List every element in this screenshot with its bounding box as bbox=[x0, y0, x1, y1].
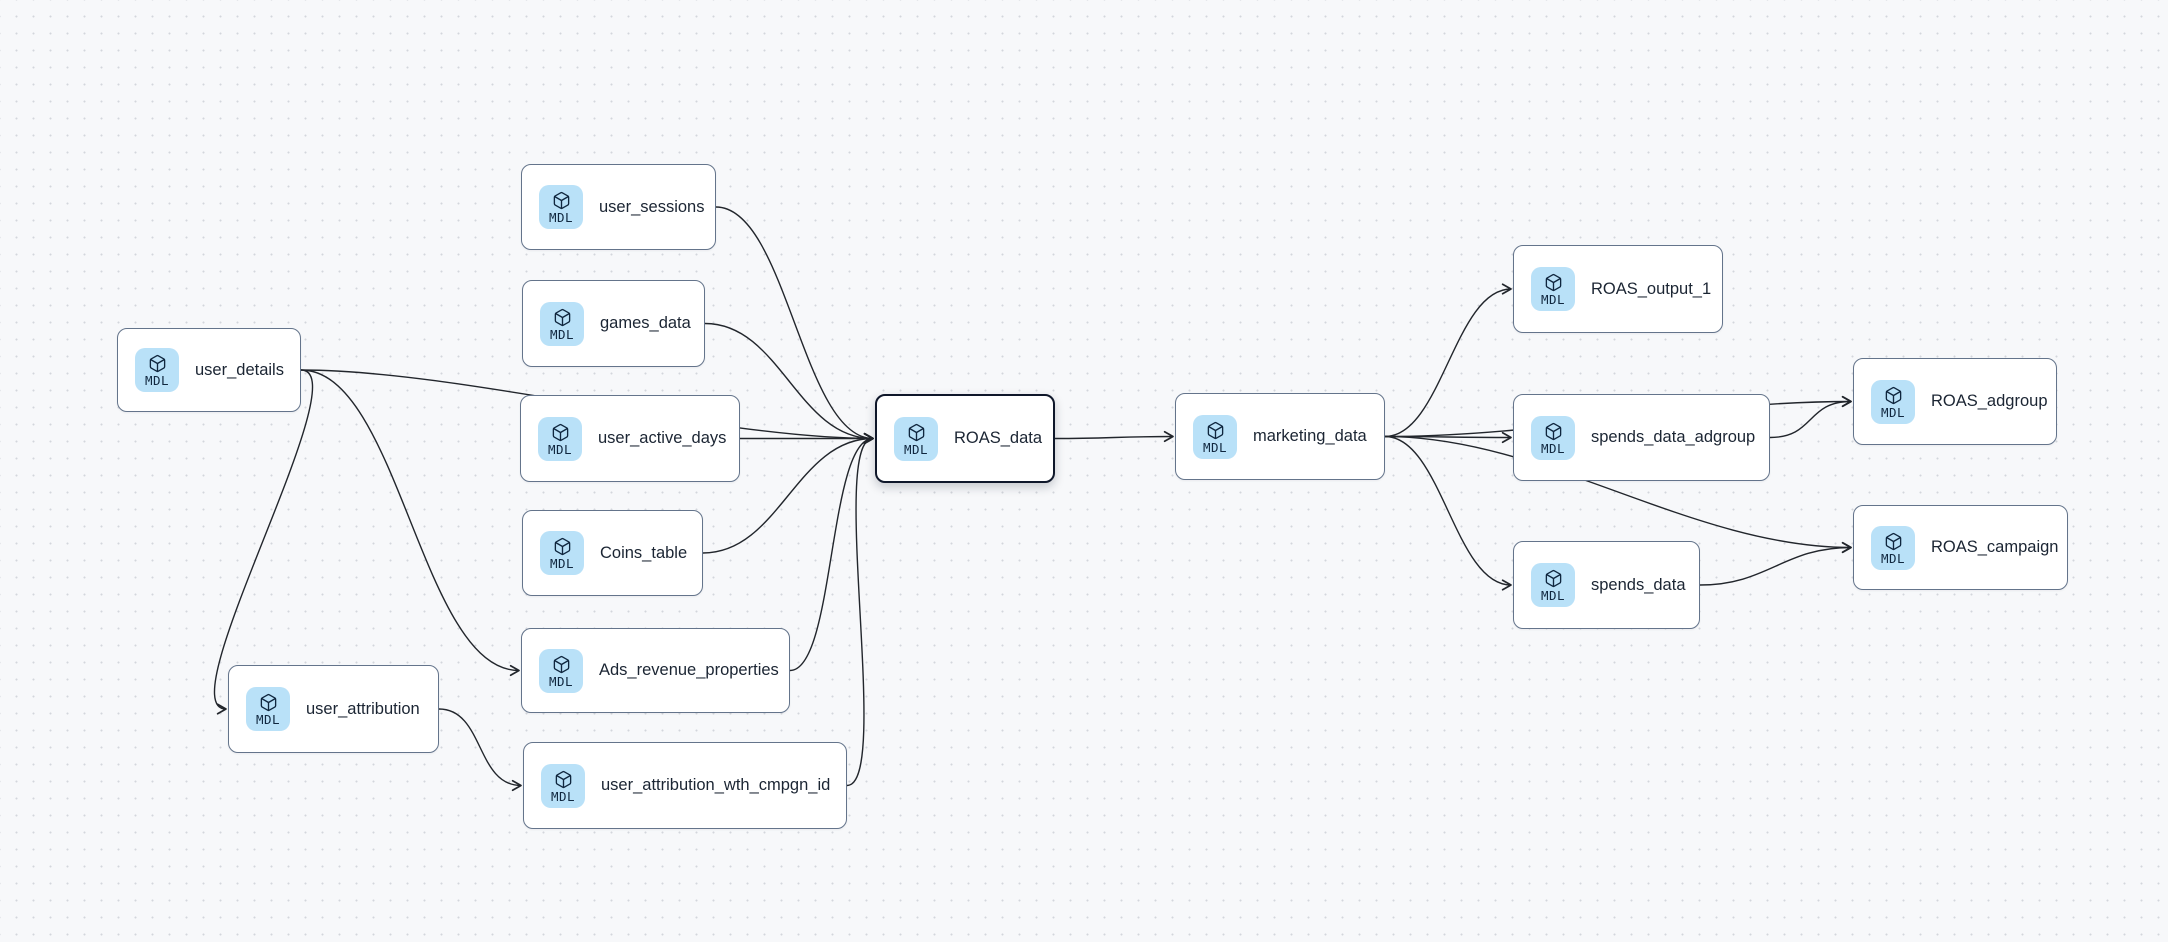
model-cube-icon: MDL bbox=[539, 185, 583, 229]
node-spends_data_adgroup[interactable]: MDL spends_data_adgroup bbox=[1513, 394, 1770, 481]
edge-user_attribution-to-user_attribution_wth_cmpgn_id[interactable] bbox=[438, 708, 522, 792]
node-label: user_details bbox=[195, 360, 284, 379]
node-label: ROAS_campaign bbox=[1931, 538, 2059, 556]
node-ROAS_data[interactable]: MDL ROAS_data bbox=[875, 394, 1055, 483]
node-label: marketing_data bbox=[1253, 427, 1367, 445]
model-icon-label: MDL bbox=[1880, 550, 1906, 566]
node-user_attribution_wth_cmpgn_id[interactable]: MDL user_attribution_wth_cmpgn_id bbox=[523, 742, 847, 829]
node-label: user_active_days bbox=[598, 429, 727, 447]
edge-Coins_table-to-ROAS_data[interactable] bbox=[702, 432, 874, 554]
node-label: Ads_revenue_properties bbox=[599, 661, 779, 679]
edge-user_details-to-user_attribution[interactable] bbox=[213, 369, 314, 715]
node-games_data[interactable]: MDL games_data bbox=[522, 280, 705, 367]
node-label: user_attribution_wth_cmpgn_id bbox=[601, 776, 831, 794]
model-icon-label: MDL bbox=[547, 441, 573, 457]
model-cube-icon: MDL bbox=[1531, 563, 1575, 607]
node-user_active_days[interactable]: MDL user_active_days bbox=[520, 395, 740, 482]
node-ROAS_output_1[interactable]: MDL ROAS_output_1 bbox=[1513, 245, 1723, 333]
model-cube-icon: MDL bbox=[135, 348, 179, 392]
edge-spends_data-to-ROAS_campaign[interactable] bbox=[1699, 541, 1852, 586]
edge-user_attribution_wth_cmpgn_id-to-ROAS_data[interactable] bbox=[846, 433, 874, 787]
model-icon-label: MDL bbox=[549, 326, 575, 342]
model-cube-icon: MDL bbox=[1871, 525, 1915, 570]
node-label: ROAS_output_1 bbox=[1591, 279, 1712, 298]
model-icon-label: MDL bbox=[144, 373, 170, 389]
model-cube-icon: MDL bbox=[538, 416, 582, 461]
model-icon-label: MDL bbox=[549, 556, 575, 572]
node-Ads_revenue_properties[interactable]: MDL Ads_revenue_properties bbox=[521, 628, 790, 713]
node-ROAS_campaign[interactable]: MDL ROAS_campaign bbox=[1853, 505, 2068, 590]
node-label: spends_data bbox=[1591, 575, 1686, 594]
node-user_details[interactable]: MDL user_details bbox=[117, 328, 301, 412]
node-label: Coins_table bbox=[600, 543, 688, 562]
model-cube-icon: MDL bbox=[1531, 415, 1575, 460]
model-cube-icon: MDL bbox=[246, 687, 290, 731]
model-cube-icon: MDL bbox=[540, 531, 584, 575]
edge-marketing_data-to-ROAS_campaign[interactable] bbox=[1384, 435, 1852, 554]
model-cube-icon: MDL bbox=[1193, 414, 1237, 459]
model-icon-label: MDL bbox=[903, 441, 929, 457]
model-icon-label: MDL bbox=[548, 673, 574, 689]
edge-spends_data_adgroup-to-ROAS_adgroup[interactable] bbox=[1769, 395, 1852, 439]
node-label: user_sessions bbox=[599, 197, 705, 216]
edge-Ads_revenue_properties-to-ROAS_data[interactable] bbox=[789, 432, 874, 672]
node-label: user_attribution bbox=[306, 699, 420, 718]
node-label: ROAS_adgroup bbox=[1931, 392, 2048, 410]
model-icon-label: MDL bbox=[1202, 439, 1228, 455]
model-cube-icon: MDL bbox=[1531, 267, 1575, 311]
model-cube-icon: MDL bbox=[1871, 379, 1915, 424]
node-ROAS_adgroup[interactable]: MDL ROAS_adgroup bbox=[1853, 358, 2057, 445]
model-cube-icon: MDL bbox=[541, 763, 585, 808]
node-user_attribution[interactable]: MDL user_attribution bbox=[228, 665, 439, 753]
node-user_sessions[interactable]: MDL user_sessions bbox=[521, 164, 716, 250]
model-icon-label: MDL bbox=[1540, 440, 1566, 456]
model-icon-label: MDL bbox=[1540, 588, 1566, 604]
model-cube-icon: MDL bbox=[894, 416, 938, 461]
model-cube-icon: MDL bbox=[539, 648, 583, 693]
model-icon-label: MDL bbox=[1880, 404, 1906, 420]
edge-user_details-to-Ads_revenue_properties[interactable] bbox=[300, 369, 520, 677]
edge-user_sessions-to-ROAS_data[interactable] bbox=[715, 206, 874, 445]
edge-marketing_data-to-ROAS_output_1[interactable] bbox=[1384, 283, 1512, 438]
model-icon-label: MDL bbox=[1540, 292, 1566, 308]
node-Coins_table[interactable]: MDL Coins_table bbox=[522, 510, 703, 596]
node-marketing_data[interactable]: MDL marketing_data bbox=[1175, 393, 1385, 480]
model-cube-icon: MDL bbox=[540, 301, 584, 346]
model-icon-label: MDL bbox=[550, 788, 576, 804]
model-icon-label: MDL bbox=[255, 712, 281, 728]
edge-ROAS_data-to-marketing_data[interactable] bbox=[1054, 430, 1174, 443]
node-label: ROAS_data bbox=[954, 429, 1043, 447]
node-label: games_data bbox=[600, 314, 691, 332]
node-spends_data[interactable]: MDL spends_data bbox=[1513, 541, 1700, 629]
model-icon-label: MDL bbox=[548, 210, 574, 226]
node-label: spends_data_adgroup bbox=[1591, 428, 1756, 446]
edge-games_data-to-ROAS_data[interactable] bbox=[704, 322, 874, 445]
edge-marketing_data-to-spends_data[interactable] bbox=[1384, 435, 1512, 591]
